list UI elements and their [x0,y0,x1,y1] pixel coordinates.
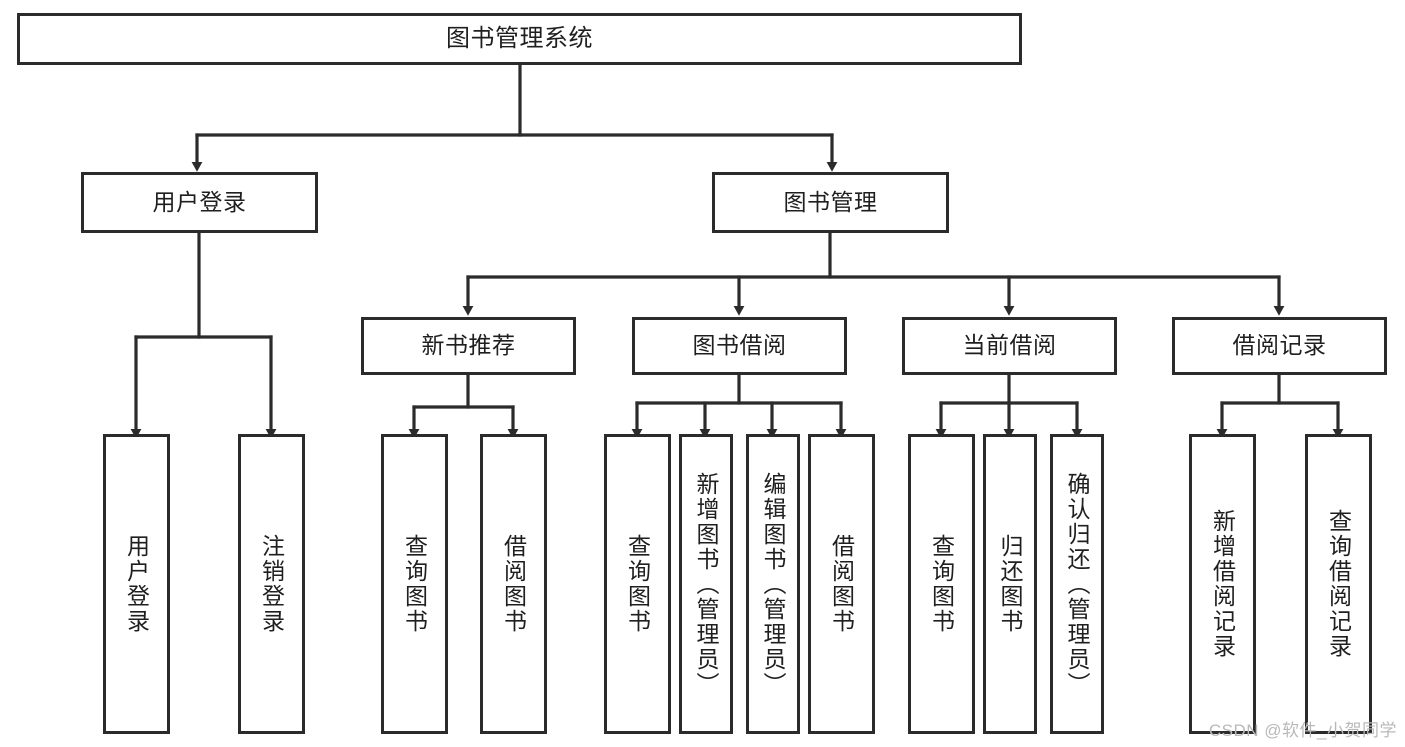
leaf-label: 确认归还（管理员） [1064,471,1091,697]
node-book-borrow[interactable]: 图书借阅 [632,317,847,375]
leaf-confirm-return-admin[interactable]: 确认归还（管理员） [1050,434,1104,734]
leaf-edit-book-admin[interactable]: 编辑图书（管理员） [746,434,800,734]
leaf-label: 归还图书 [997,534,1024,634]
leaf-label: 新增图书（管理员） [693,471,720,697]
node-book-management[interactable]: 图书管理 [712,172,949,233]
leaf-add-book-admin[interactable]: 新增图书（管理员） [679,434,733,734]
leaf-label: 借阅图书 [500,534,527,634]
leaf-label: 查询图书 [624,534,651,634]
leaf-user-login[interactable]: 用户登录 [103,434,170,734]
leaf-query-book-borrow[interactable]: 查询图书 [604,434,671,734]
node-label: 借阅记录 [1232,332,1327,359]
leaf-query-book-recommend[interactable]: 查询图书 [381,434,448,734]
leaf-return-book[interactable]: 归还图书 [983,434,1037,734]
leaf-label: 用户登录 [123,534,150,634]
leaf-label: 编辑图书（管理员） [760,471,787,697]
node-label: 图书管理系统 [446,24,593,52]
node-label: 用户登录 [152,188,247,215]
node-root-system[interactable]: 图书管理系统 [17,13,1022,65]
leaf-label: 查询借阅记录 [1325,509,1352,659]
leaf-borrow-book-recommend[interactable]: 借阅图书 [480,434,547,734]
leaf-borrow-book[interactable]: 借阅图书 [808,434,875,734]
node-label: 图书管理 [783,188,878,215]
leaf-label: 借阅图书 [828,534,855,634]
leaf-logout[interactable]: 注销登录 [238,434,305,734]
leaf-query-book-current[interactable]: 查询图书 [908,434,975,734]
leaf-label: 查询图书 [401,534,428,634]
leaf-add-borrow-record[interactable]: 新增借阅记录 [1189,434,1256,734]
node-label: 图书借阅 [692,332,787,359]
leaf-label: 新增借阅记录 [1209,509,1236,659]
watermark: CSDN @软件_小贺同学 [1208,721,1397,740]
node-current-borrow[interactable]: 当前借阅 [902,317,1117,375]
node-label: 新书推荐 [421,332,516,359]
leaf-query-borrow-record[interactable]: 查询借阅记录 [1305,434,1372,734]
node-borrow-record[interactable]: 借阅记录 [1172,317,1387,375]
node-label: 当前借阅 [962,332,1057,359]
leaf-label: 注销登录 [258,534,285,634]
node-new-book-recommend[interactable]: 新书推荐 [361,317,576,375]
leaf-label: 查询图书 [928,534,955,634]
node-user-login[interactable]: 用户登录 [81,172,318,233]
